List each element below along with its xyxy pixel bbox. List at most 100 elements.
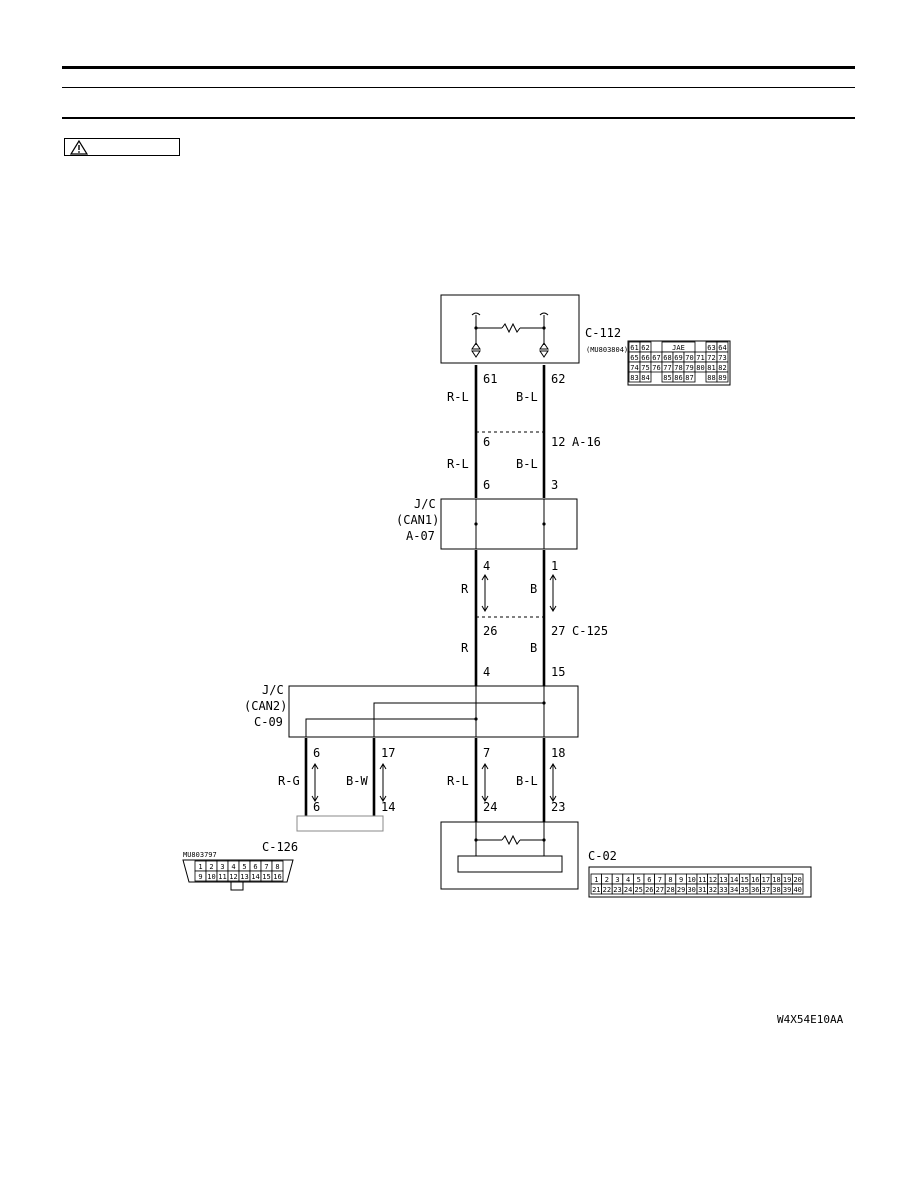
pin-number: 6 [253, 863, 257, 871]
wire-label-r-l-1: R-L [447, 390, 469, 404]
pin-number: 14 [730, 876, 738, 884]
pin-number: 5 [242, 863, 246, 871]
c126-pin-6: 6 [313, 800, 320, 814]
wire-label-b-w: B-W [346, 774, 368, 788]
connector-cavity [639, 371, 652, 383]
header-rule-bottom [62, 117, 855, 119]
c02-id: C-02 [588, 849, 617, 863]
pin-number: 4 [626, 876, 630, 884]
pin-number: 74 [630, 364, 638, 372]
pin-number: 81 [707, 364, 715, 372]
pin-number: 34 [730, 886, 738, 894]
connector-key [230, 881, 244, 891]
wire-label-b-l-2: B-L [516, 457, 538, 471]
pin-number: 29 [677, 886, 685, 894]
pin-number: 13 [240, 873, 248, 881]
pin-number: 18 [772, 876, 780, 884]
figure-code: W4X54E10AA [777, 1013, 844, 1026]
pin-number: 4 [231, 863, 235, 871]
a16-pin-6: 6 [483, 435, 490, 449]
double-arrow-icon [481, 763, 489, 802]
pin-number: 22 [603, 886, 611, 894]
wire-label-r-g: R-G [278, 774, 300, 788]
pin-number: 11 [218, 873, 226, 881]
pin-number: 61 [630, 344, 638, 352]
jc-can1-box [440, 498, 578, 550]
pin-number: 8 [668, 876, 672, 884]
header-rule-middle [62, 87, 855, 88]
pin-number: 30 [687, 886, 695, 894]
jc-can2-label-1: J/C [262, 683, 284, 697]
jc-can1-pin-1: 1 [551, 559, 558, 573]
pin-number: 31 [698, 886, 706, 894]
pin-number: 87 [685, 374, 693, 382]
pin-number: 63 [707, 344, 715, 352]
pin-number: 73 [718, 354, 726, 362]
a16-id: A-16 [572, 435, 601, 449]
jc-can2-label-3: C-09 [254, 715, 283, 729]
c125-pin-27: 27 [551, 624, 565, 638]
c126-pin-14: 14 [381, 800, 395, 814]
c125-pin-4: 4 [483, 665, 490, 679]
pin-number: 66 [641, 354, 649, 362]
wire-label-r-2: R [461, 641, 469, 655]
jc-can1-label-2: (CAN1) [396, 513, 439, 527]
pin-number: 69 [674, 354, 682, 362]
jc-can2-pin-18: 18 [551, 746, 565, 760]
pin-number: 36 [751, 886, 759, 894]
pin-number: 13 [719, 876, 727, 884]
pin-number: 27 [656, 886, 664, 894]
wire-label-b-2: B [530, 641, 537, 655]
connector-maker-label: JAE [672, 344, 685, 352]
connector-cavity [683, 371, 696, 383]
pin-number: 86 [674, 374, 682, 382]
double-arrow-icon [481, 574, 489, 612]
pin-number: 26 [645, 886, 653, 894]
header-rule-top [62, 66, 855, 69]
warning-triangle-icon [69, 139, 89, 155]
pin-number: 15 [740, 876, 748, 884]
jc-can2-label-2: (CAN2) [244, 699, 287, 713]
jc-can2-pin-6: 6 [313, 746, 320, 760]
pin-number: 11 [698, 876, 706, 884]
pin-number: 2 [605, 876, 609, 884]
wire-label-r-l-3: R-L [447, 774, 469, 788]
pin-number: 37 [762, 886, 770, 894]
c112-id: C-112 [585, 326, 621, 340]
jc-can1-label-1: J/C [414, 497, 436, 511]
jc-can2-pin-7: 7 [483, 746, 490, 760]
pin-number: 65 [630, 354, 638, 362]
c126-id: C-126 [262, 840, 298, 854]
c126-part-no: MU803797 [183, 851, 217, 859]
pin-number: 20 [793, 876, 801, 884]
pin-number: 7 [658, 876, 662, 884]
pin-number: 84 [641, 374, 649, 382]
pin-number: 85 [663, 374, 671, 382]
double-arrow-icon [379, 763, 387, 802]
pin-number: 82 [718, 364, 726, 372]
c112-pin-61: 61 [483, 372, 497, 386]
pin-number: 24 [624, 886, 632, 894]
pin-number: 33 [719, 886, 727, 894]
pin-number: 3 [615, 876, 619, 884]
pin-number: 16 [751, 876, 759, 884]
pin-number: 77 [663, 364, 671, 372]
pin-number: 21 [592, 886, 600, 894]
pin-number: 76 [652, 364, 660, 372]
pin-number: 28 [666, 886, 674, 894]
pin-number: 39 [783, 886, 791, 894]
double-arrow-icon [311, 763, 319, 802]
pin-number: 7 [264, 863, 268, 871]
pin-number: 79 [685, 364, 693, 372]
connector-cavity [271, 870, 284, 882]
wire-label-r-1: R [461, 582, 469, 596]
pin-number: 10 [687, 876, 695, 884]
pin-number: 88 [707, 374, 715, 382]
pin-number: 70 [685, 354, 693, 362]
c02-internal [457, 822, 563, 873]
c125-id: C-125 [572, 624, 608, 638]
jc-can1-pin-4: 4 [483, 559, 490, 573]
